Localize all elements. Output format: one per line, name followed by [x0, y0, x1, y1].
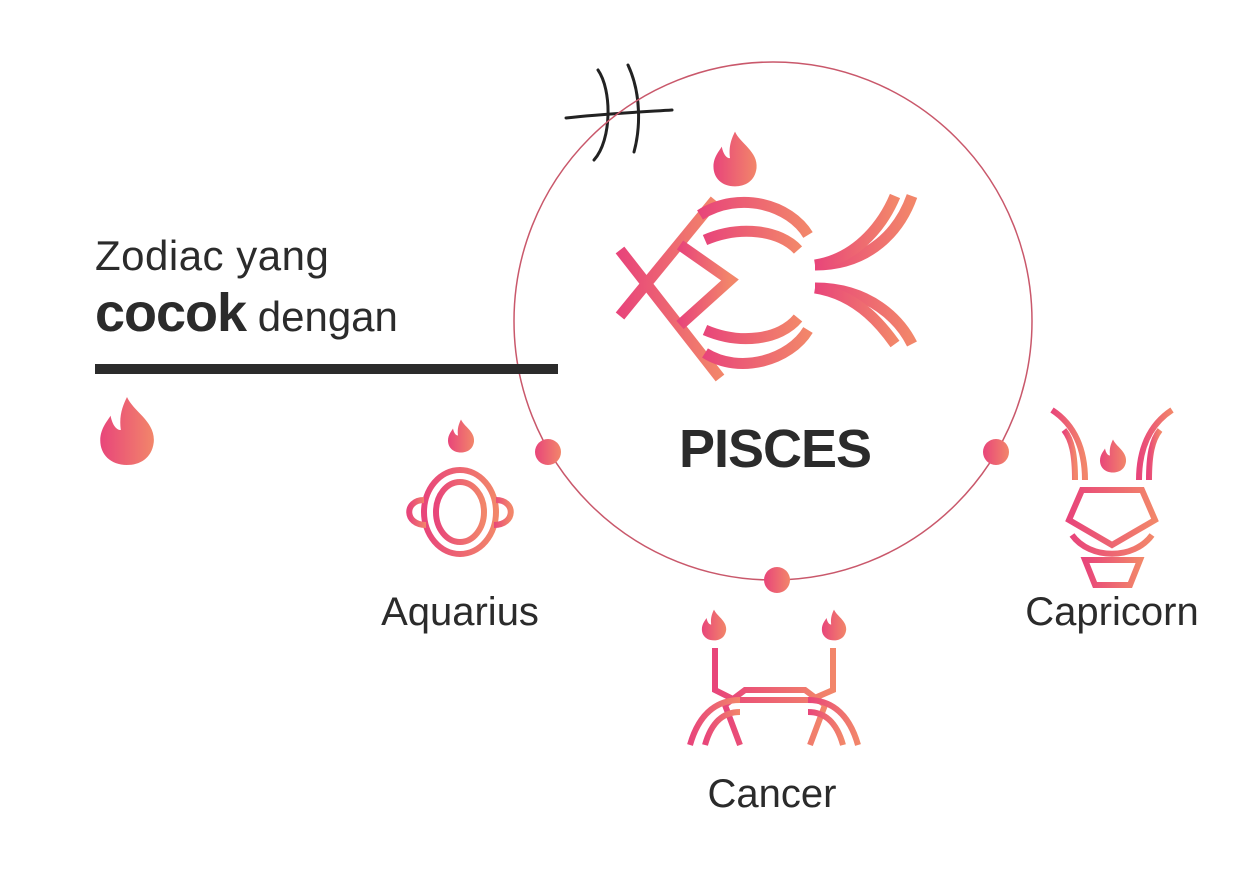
heading-divider	[95, 364, 558, 374]
pisces-glyph-icon	[564, 63, 674, 162]
heading-line-2: cocok dengan	[95, 282, 398, 344]
connector-dot-capricorn	[983, 439, 1009, 465]
capricorn-icon	[1050, 407, 1174, 588]
flame-icon	[100, 397, 154, 465]
connector-dot-cancer	[764, 567, 790, 593]
match-label-aquarius: Aquarius	[381, 590, 539, 634]
match-label-capricorn: Capricorn	[1025, 590, 1199, 634]
main-sign-label: PISCES	[678, 419, 872, 479]
cancer-icon	[687, 609, 861, 747]
heading-line-2-rest: dengan	[257, 293, 398, 340]
pisces-icon	[615, 131, 918, 382]
aquarius-icon	[406, 419, 514, 571]
match-label-cancer: Cancer	[707, 772, 837, 816]
match-circle	[513, 61, 1033, 581]
connector-dot-aquarius	[535, 439, 561, 465]
heading-emphasis: cocok	[95, 283, 247, 343]
heading-line-1: Zodiac yang	[95, 232, 330, 279]
